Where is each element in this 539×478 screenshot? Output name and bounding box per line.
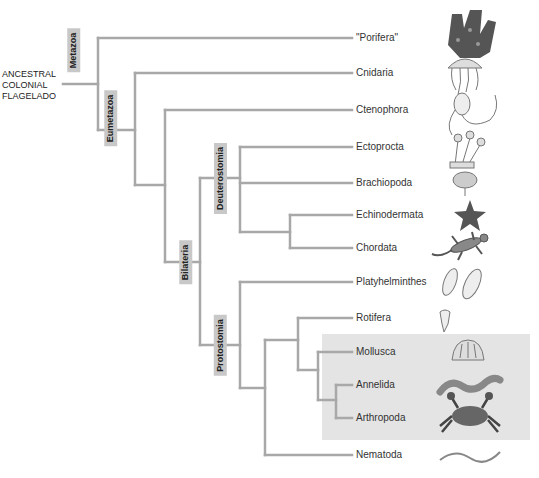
crab-icon bbox=[440, 392, 500, 432]
sponge-icon bbox=[448, 10, 496, 58]
clade-name: Eumetazoa bbox=[105, 94, 116, 142]
clade-name: Metazoa bbox=[68, 32, 79, 68]
taxon-name: Echinodermata bbox=[356, 209, 423, 221]
mollusc-icon bbox=[452, 340, 484, 360]
rotifer-icon bbox=[440, 310, 450, 332]
starfish-icon bbox=[454, 200, 486, 231]
clade-box: Deuterostomia bbox=[214, 142, 227, 213]
taxon-name: Ectoprocta bbox=[356, 141, 404, 153]
taxon-name: Ctenophora bbox=[356, 104, 408, 116]
clade-box: Eumetazoa bbox=[104, 90, 117, 146]
taxon-name: Nematoda bbox=[356, 449, 402, 461]
taxon-name: Mollusca bbox=[356, 346, 395, 358]
clade-name: Protostomia bbox=[214, 319, 225, 372]
taxon-name: Cnidaria bbox=[356, 67, 393, 79]
tree-branches bbox=[63, 38, 352, 455]
flatworm-icon bbox=[440, 267, 486, 302]
brachiopod-icon bbox=[453, 172, 477, 196]
taxon-name: Platyhelminthes bbox=[356, 276, 427, 288]
root-label: ANCESTRAL COLONIAL FLAGELADO bbox=[2, 69, 64, 102]
lizard-icon bbox=[432, 232, 488, 260]
clade-name: Deuterostomia bbox=[215, 146, 226, 209]
clade-box: Bilateria bbox=[179, 240, 192, 284]
nematode-icon bbox=[440, 452, 500, 462]
taxon-name: Brachiopoda bbox=[356, 177, 412, 189]
clade-name: Bilateria bbox=[180, 244, 191, 280]
taxon-name: "Porifera" bbox=[356, 32, 398, 44]
taxon-name: Rotifera bbox=[356, 312, 391, 324]
clade-box: Protostomia bbox=[213, 315, 226, 376]
highlight-band bbox=[322, 334, 530, 440]
taxon-name: Chordata bbox=[356, 242, 397, 254]
ctenophore-icon bbox=[449, 93, 497, 135]
taxon-name: Annelida bbox=[356, 379, 395, 391]
bryozoan-icon bbox=[450, 131, 485, 168]
jellyfish-icon bbox=[448, 59, 482, 95]
taxon-name: Arthropoda bbox=[356, 412, 405, 424]
organism-icons bbox=[432, 10, 500, 462]
clade-box: Metazoa bbox=[67, 28, 80, 72]
annelid-icon bbox=[440, 378, 500, 392]
